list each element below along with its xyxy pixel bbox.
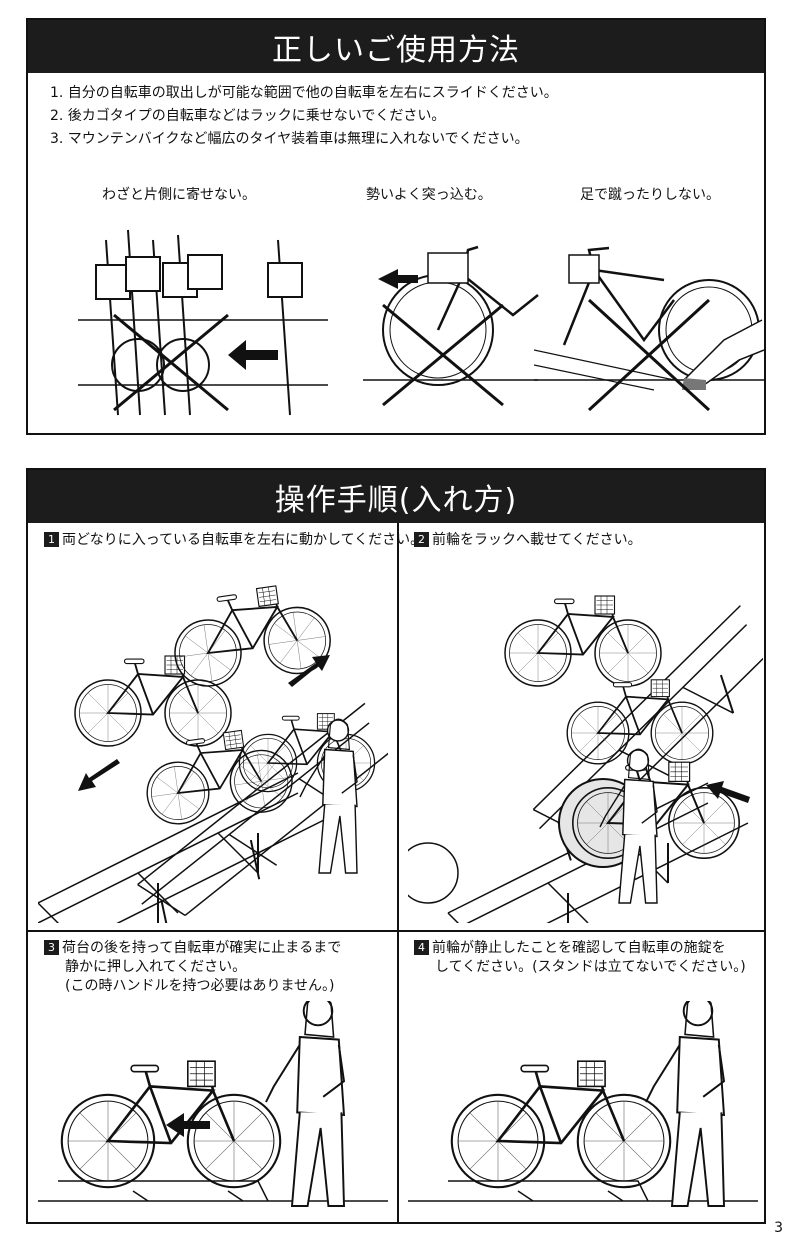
step-3-illustration <box>38 1001 388 1207</box>
step-text: してください。(スタンドは立てないでください。) <box>435 959 746 975</box>
arrow-icon <box>288 655 330 687</box>
divider <box>397 523 399 1222</box>
section-title: 操作手順(入れ方) <box>28 470 764 523</box>
cross-mark <box>382 303 504 407</box>
step-2-illustration <box>408 592 763 923</box>
step-text: (この時ハンドルを持つ必要はありません。) <box>65 978 335 994</box>
step-text: 両どなりに入っている自転車を左右に動かしてください。 <box>62 532 425 548</box>
step-text: 静かに押し入れてください。 <box>65 959 247 975</box>
section-title: 正しいご使用方法 <box>28 20 764 73</box>
divider <box>28 930 764 932</box>
step-4-illustration <box>408 1001 758 1207</box>
correct-usage-section: 正しいご使用方法 1. 自分の自転車の取出しが可能な範囲で他の自転車を左右にスラ… <box>26 18 766 435</box>
step-text: 前輪をラックへ載せてください。 <box>432 532 642 548</box>
arrow-icon <box>706 781 750 803</box>
usage-rules-list: 1. 自分の自転車の取出しが可能な範囲で他の自転車を左右にスライドください。 2… <box>50 82 558 151</box>
step-1-illustration <box>38 578 388 923</box>
rule-item: 3. マウンテンバイクなど幅広のタイヤ装着車は無理に入れないでください。 <box>50 131 529 147</box>
kicking-illustration <box>534 246 765 412</box>
step-number-badge: 1 <box>44 532 59 547</box>
step-text: 荷台の後を持って自転車が確実に止まるまで <box>62 940 342 956</box>
step-number-badge: 4 <box>414 940 429 955</box>
arrow-icon <box>78 759 120 791</box>
cross-mark <box>113 313 229 412</box>
page-number: 3 <box>774 1220 783 1236</box>
caption-no-kicking: 足で蹴ったりしない。 <box>580 187 720 203</box>
side-bias-illustration <box>78 229 328 416</box>
caption-no-side-bias: わざと片側に寄せない。 <box>102 187 256 203</box>
caption-no-rushing: 勢いよく突っ込む。 <box>366 187 492 203</box>
arrow-icon <box>166 1113 210 1137</box>
rushing-illustration <box>363 245 539 407</box>
rule-item: 1. 自分の自転車の取出しが可能な範囲で他の自転車を左右にスライドください。 <box>50 85 558 101</box>
step-text: 前輪が静止したことを確認して自転車の施錠を <box>432 940 726 956</box>
cross-mark <box>587 298 711 412</box>
step-number-badge: 3 <box>44 940 59 955</box>
step-number-badge: 2 <box>414 532 429 547</box>
rule-item: 2. 後カゴタイプの自転車などはラックに乗せないでください。 <box>50 108 446 124</box>
